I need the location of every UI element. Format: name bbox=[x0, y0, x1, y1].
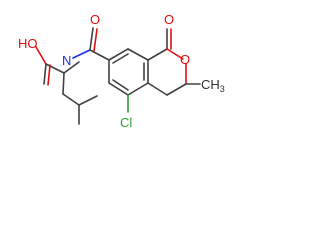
label-lactone-co: O bbox=[164, 12, 174, 27]
lactone-bond-4 bbox=[166, 83, 187, 96]
ring-bond-5 bbox=[108, 82, 129, 96]
lactone-bond-2 bbox=[166, 48, 184, 60]
bond-cb-cg bbox=[62, 93, 80, 106]
ring-inner-1 bbox=[112, 53, 129, 64]
label-hydroxyl: HO bbox=[18, 36, 38, 51]
label-chloro: Cl bbox=[120, 115, 132, 130]
bond-amide-c-ring bbox=[89, 49, 110, 61]
ring-inner-3 bbox=[112, 79, 129, 91]
bond-n-c-amide bbox=[72, 49, 91, 59]
bond-cg-cd2 bbox=[78, 95, 98, 106]
bond-c-o-double-b bbox=[47, 64, 51, 86]
bond-c-oh bbox=[35, 46, 47, 65]
label-amide-o: O bbox=[90, 12, 100, 27]
lactone-bond-5 bbox=[147, 82, 168, 96]
lactone-bond-1 bbox=[147, 48, 168, 61]
label-amide-n: N bbox=[62, 53, 71, 68]
bond-ca-n bbox=[63, 61, 80, 74]
bond-c-o-double-a bbox=[43, 63, 47, 85]
ring-bond-2 bbox=[127, 48, 149, 61]
label-methyl: CH3 bbox=[201, 77, 225, 94]
bond-amide-c-o bbox=[89, 27, 94, 51]
label-ring-o: O bbox=[180, 52, 190, 67]
molecule-structure: HO N O O O Cl CH3 bbox=[18, 12, 225, 130]
bond-amide-c-o2 bbox=[93, 28, 98, 52]
bond-ca-cooh bbox=[45, 63, 65, 74]
ring-bond-4 bbox=[127, 82, 149, 96]
bond-ca-cb bbox=[62, 72, 65, 95]
ring-bond-1 bbox=[108, 48, 129, 61]
